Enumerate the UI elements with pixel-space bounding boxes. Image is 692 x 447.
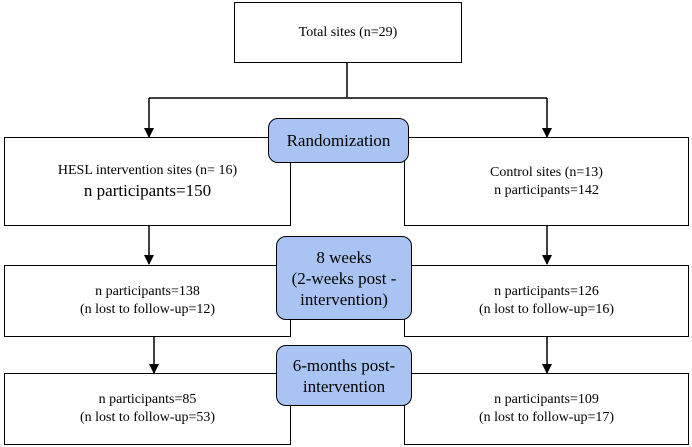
total-sites-box: Total sites (n=29) <box>234 2 462 63</box>
intervention-week8-box: n participants=138 (n lost to follow-up=… <box>4 265 291 337</box>
week8-stage: 8 weeks (2-weeks post - intervention) <box>276 236 412 320</box>
week8-label-line2: (2-weeks post - <box>291 268 397 288</box>
week8-label-line3: intervention) <box>300 289 388 309</box>
total-sites-label: Total sites (n=29) <box>298 24 398 40</box>
control-week8-lost: (n lost to follow-up=16) <box>478 302 615 317</box>
control-month6-box: n participants=109 (n lost to follow-up=… <box>404 373 689 445</box>
month6-stage: 6-months post- intervention <box>276 345 412 406</box>
intervention-month6-participants: n participants=85 <box>98 392 197 407</box>
intervention-sites-box: HESL intervention sites (n= 16) n partic… <box>4 137 291 226</box>
intervention-participants: n participants=150 <box>83 180 212 200</box>
intervention-week8-participants: n participants=138 <box>95 284 200 299</box>
randomization-stage: Randomization <box>268 118 409 163</box>
control-sites-label: Control sites (n=13) <box>490 164 603 180</box>
intervention-week8-lost: (n lost to follow-up=12) <box>79 302 216 317</box>
randomization-label: Randomization <box>286 131 391 150</box>
intervention-month6-lost: (n lost to follow-up=53) <box>79 410 216 425</box>
control-participants: n participants=142 <box>494 182 599 198</box>
control-week8-box: n participants=126 (n lost to follow-up=… <box>404 265 689 337</box>
intervention-sites-label: HESL intervention sites (n= 16) <box>57 162 238 178</box>
control-month6-lost: (n lost to follow-up=17) <box>478 410 615 425</box>
week8-label-line1: 8 weeks <box>316 247 372 267</box>
control-week8-participants: n participants=126 <box>494 284 599 299</box>
intervention-month6-box: n participants=85 (n lost to follow-up=5… <box>4 373 291 445</box>
month6-label-line1: 6-months post- <box>292 355 396 375</box>
month6-label-line2: intervention <box>302 376 386 396</box>
control-month6-participants: n participants=109 <box>494 392 599 407</box>
control-sites-box: Control sites (n=13) n participants=142 <box>404 137 689 226</box>
